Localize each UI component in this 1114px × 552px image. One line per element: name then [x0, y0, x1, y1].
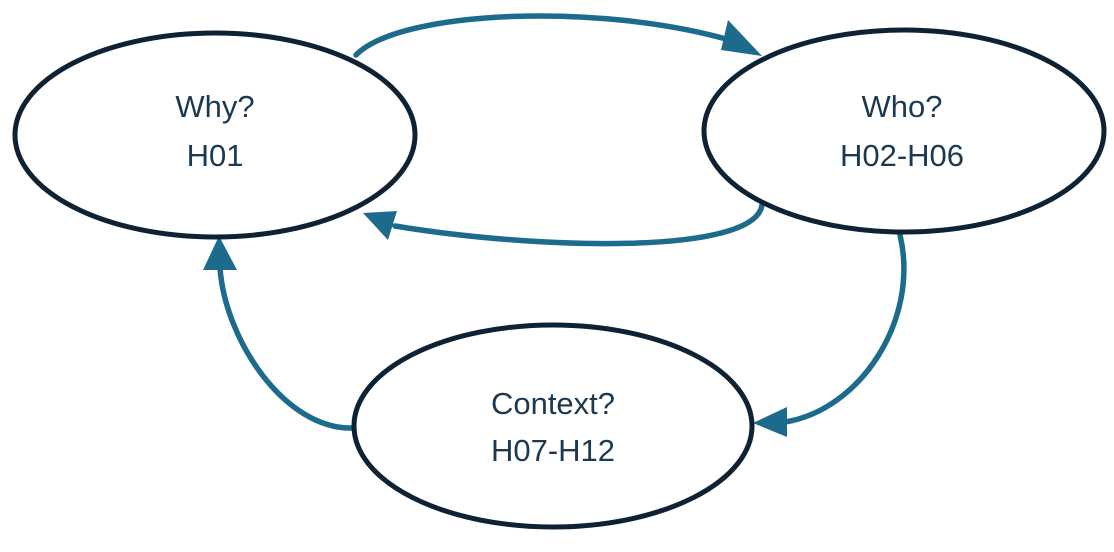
arrowhead-icon — [721, 20, 762, 56]
node-who-code: H02-H06 — [840, 138, 964, 173]
node-why-code: H01 — [187, 138, 244, 173]
node-context-title: Context? — [491, 386, 615, 421]
arrowhead-icon — [203, 236, 237, 270]
edge-context-to-why — [203, 236, 356, 431]
arrowhead-icon — [753, 407, 787, 437]
node-who-title: Who? — [862, 89, 943, 124]
node-why: Why? H01 — [12, 30, 418, 240]
edge-who-to-context — [753, 232, 907, 437]
arrowhead-icon — [363, 211, 397, 240]
node-why-title: Why? — [175, 89, 254, 124]
edge-why-to-who — [353, 13, 762, 58]
edge-who-to-why — [363, 202, 765, 247]
node-context: Context? H07-H12 — [351, 322, 755, 530]
node-who: Who? H02-H06 — [701, 27, 1107, 235]
node-context-code: H07-H12 — [491, 433, 615, 468]
